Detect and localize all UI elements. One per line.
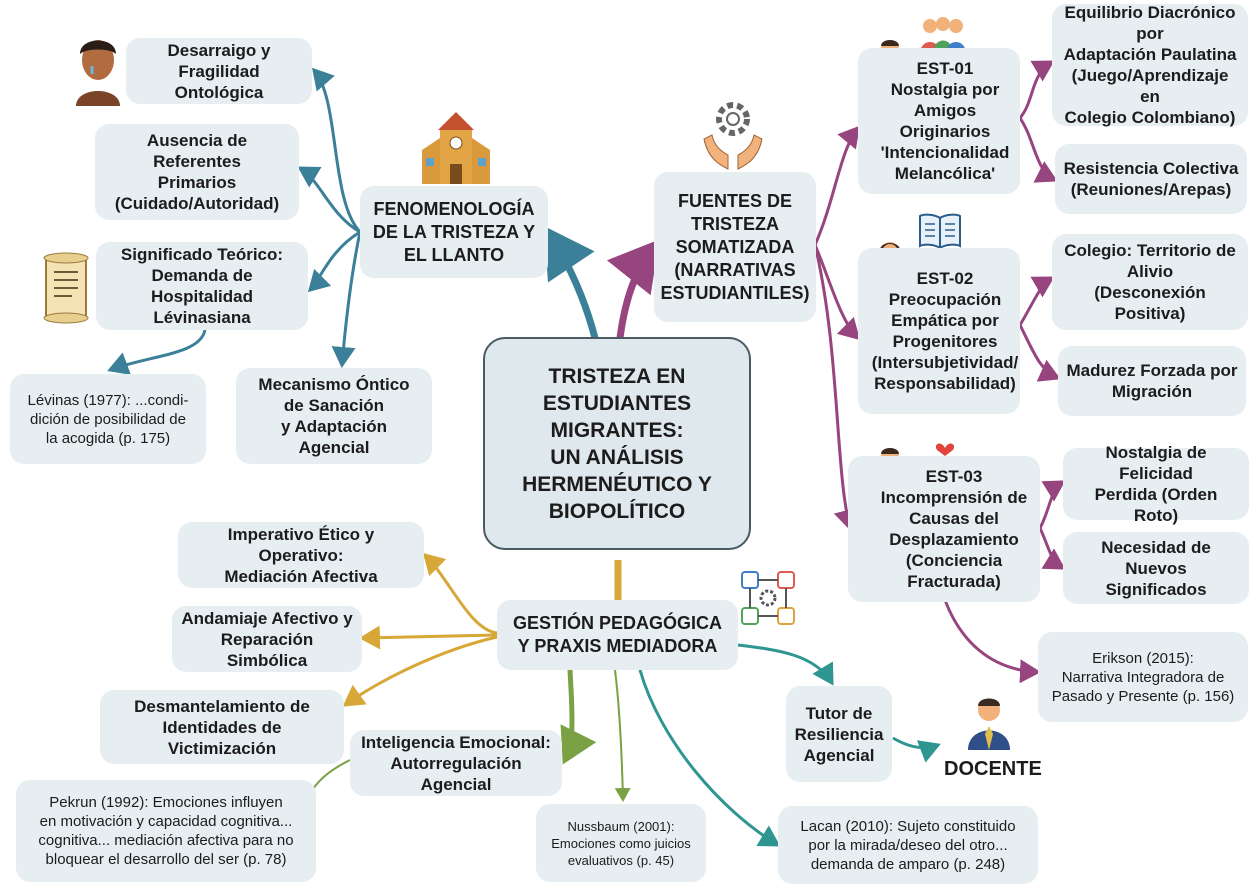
node-resistencia[interactable]: Resistencia Colectiva (Reuniones/Arepas) xyxy=(1055,144,1247,214)
node-pekrun-citation[interactable]: Pekrun (1992): Emociones influyen en mot… xyxy=(16,780,316,882)
node-mecanismo[interactable]: Mecanismo Óntico de Sanación y Adaptació… xyxy=(236,368,432,464)
node-lacan-citation[interactable]: Lacan (2010): Sujeto constituido por la … xyxy=(778,806,1038,884)
node-equilibrio[interactable]: Equilibrio Diacrónico por Adaptación Pau… xyxy=(1052,3,1248,127)
node-madurez[interactable]: Madurez Forzada por Migración xyxy=(1058,346,1246,416)
school-building-icon xyxy=(422,112,490,184)
docente-label: DOCENTE xyxy=(944,758,1042,780)
network-icon xyxy=(741,571,795,625)
node-necesidad[interactable]: Necesidad de Nuevos Significados xyxy=(1063,532,1249,604)
hands-gear-icon xyxy=(703,102,763,170)
branch-fenomenologia xyxy=(544,226,599,339)
node-colegio[interactable]: Colegio: Territorio de Alivio (Desconexi… xyxy=(1052,234,1248,330)
branch-fuentes xyxy=(606,239,660,339)
node-fenomenologia[interactable]: FENOMENOLOGÍA DE LA TRISTEZA Y EL LLANTO xyxy=(360,186,548,278)
node-nussbaum-citation[interactable]: Nussbaum (2001): Emociones como juicios … xyxy=(536,804,706,882)
node-significado[interactable]: Significado Teórico: Demanda de Hospital… xyxy=(96,242,308,330)
scroll-icon xyxy=(43,252,89,324)
node-inteligencia[interactable]: Inteligencia Emocional: Autorregulación … xyxy=(350,730,562,796)
node-fuentes[interactable]: FUENTES DE TRISTEZA SOMATIZADA (NARRATIV… xyxy=(654,172,816,322)
node-est01[interactable]: EST-01 Nostalgia por Amigos Originarios … xyxy=(858,48,1020,194)
node-nostalgia[interactable]: Nostalgia de Felicidad Perdida (Orden Ro… xyxy=(1063,443,1249,525)
node-est03[interactable]: EST-03 Incomprensión de Causas del Despl… xyxy=(848,456,1040,602)
node-imperativo[interactable]: Imperativo Ético y Operativo: Mediación … xyxy=(178,522,424,588)
node-est02[interactable]: EST-02 Preocupación Empática por Progeni… xyxy=(858,248,1020,414)
node-gestion[interactable]: GESTIÓN PEDAGÓGICA Y PRAXIS MEDIADORA xyxy=(497,600,738,670)
teacher-icon xyxy=(968,698,1010,750)
node-desarraigo[interactable]: Desarraigo y Fragilidad Ontológica xyxy=(126,38,312,104)
book-icon xyxy=(919,213,961,250)
crying-person-icon xyxy=(76,40,120,106)
node-desmantelamiento[interactable]: Desmantelamiento de Identidades de Victi… xyxy=(100,690,344,764)
node-tutor[interactable]: Tutor de Resiliencia Agencial xyxy=(786,686,892,782)
central-topic[interactable]: TRISTEZA EN ESTUDIANTES MIGRANTES: UN AN… xyxy=(483,337,751,550)
node-ausencia[interactable]: Ausencia de Referentes Primarios (Cuidad… xyxy=(95,124,299,220)
node-erikson-citation[interactable]: Erikson (2015): Narrativa Integradora de… xyxy=(1038,632,1248,722)
node-andamiaje[interactable]: Andamiaje Afectivo y Reparación Simbólic… xyxy=(172,606,362,672)
node-levinas-citation[interactable]: Lévinas (1977): ...condi- dición de posi… xyxy=(10,374,206,464)
